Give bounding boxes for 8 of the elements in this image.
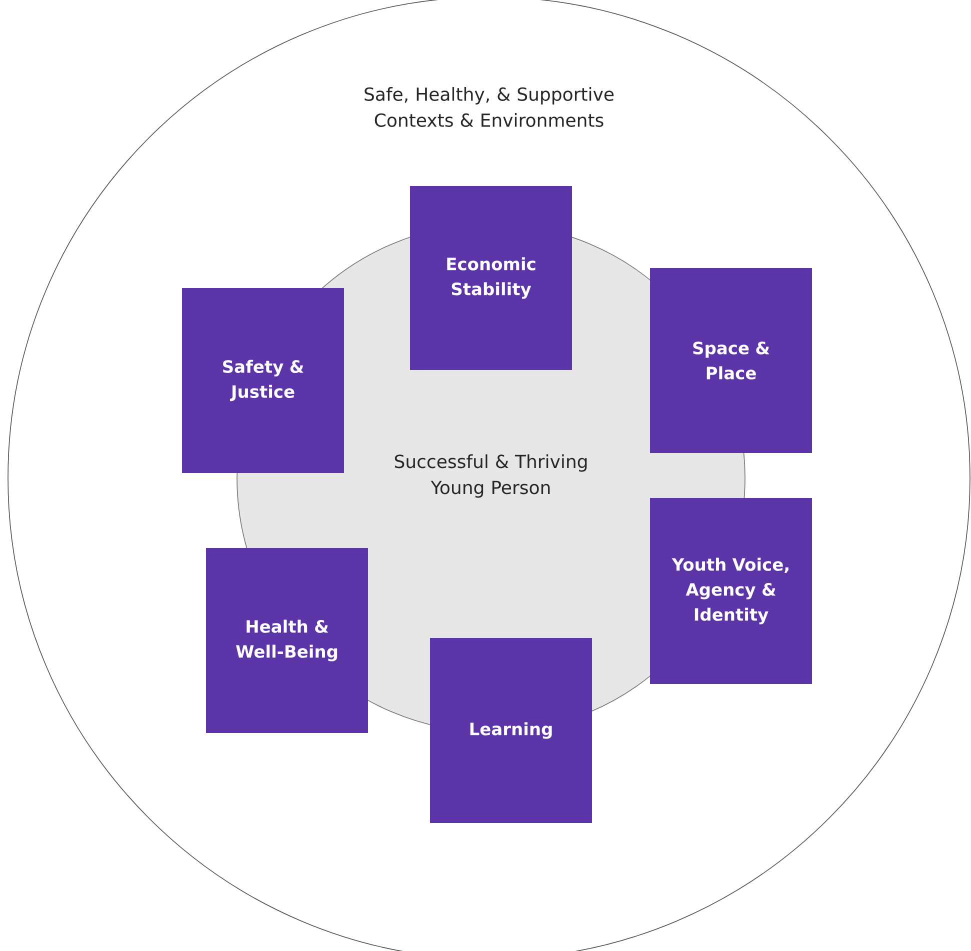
circle-label: Successful & Thriving Young Person [394, 454, 587, 498]
domain-box: Learning [430, 638, 592, 823]
domain-box: Safety & Justice [182, 288, 344, 473]
domain-box: Economic Stability [410, 186, 572, 370]
domain-box: Youth Voice, Agency & Identity [650, 498, 812, 684]
domain-box: Health & Well-Being [206, 548, 368, 733]
domain-box: Space & Place [650, 268, 812, 453]
circle-label: Safe, Healthy, & Supportive Contexts & Environments [364, 87, 614, 127]
